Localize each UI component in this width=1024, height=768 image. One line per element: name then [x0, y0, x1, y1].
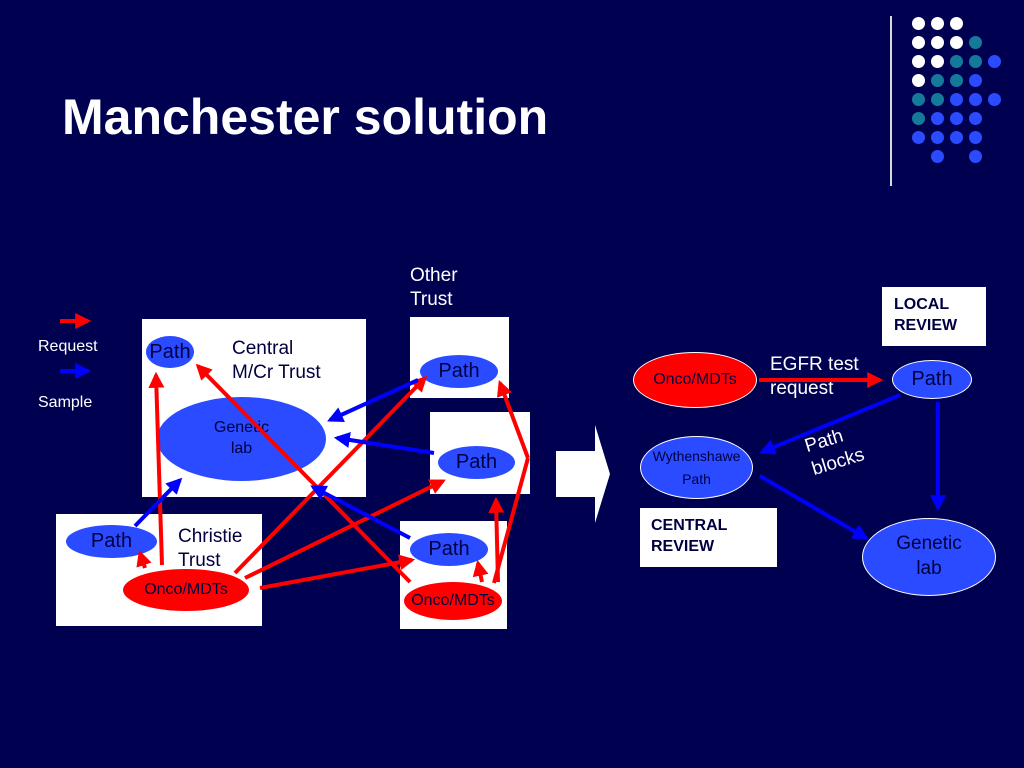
sample-arrow [310, 485, 411, 540]
slide-title: Manchester solution [62, 89, 549, 145]
other-trust-label: Other Trust [410, 265, 458, 310]
right-genetic-lab-node: Genetic lab [862, 518, 996, 596]
request-arrow [148, 371, 165, 566]
other-path-2-label: Path [455, 451, 498, 473]
legend-request-label: Request [38, 338, 98, 355]
wythenshawe-path-node: Wythenshawe Path [640, 436, 753, 499]
path-blocks-arrow [759, 393, 901, 455]
request-arrow [492, 457, 530, 584]
right-onco-node: Onco/MDTs [633, 352, 757, 408]
right-onco-label: Onco/MDTs [653, 371, 737, 388]
sample-arrow [133, 477, 183, 528]
other-path-2-node: Path [438, 446, 515, 479]
other-onco-label: Onco/MDTs [411, 592, 495, 609]
christie-trust-label: Christie Trust [178, 526, 243, 571]
other-path-1-node: Path [420, 355, 498, 388]
central-review-box [640, 508, 777, 567]
central-trust-label: Central M/Cr Trust [232, 338, 321, 383]
request-arrow [496, 380, 530, 459]
local-review-label: LOCAL REVIEW [894, 296, 958, 334]
christie-onco-label: Onco/MDTs [144, 581, 228, 598]
right-path-label: Path [911, 368, 953, 390]
divider-line [890, 16, 892, 186]
egfr-request-label: EGFR test request [770, 354, 859, 399]
central-path-label: Path [149, 340, 191, 363]
local-review-box [882, 287, 986, 346]
right-path-node: Path [892, 360, 972, 399]
central-review-label: CENTRAL REVIEW [651, 517, 728, 555]
wythenshawe-label: Wythenshawe [652, 448, 741, 465]
request-arrow [259, 554, 416, 590]
request-arrow [488, 496, 505, 583]
sample-arrow [758, 474, 869, 540]
legend-sample-label: Sample [38, 394, 93, 411]
other-path-1-label: Path [438, 360, 480, 382]
central-path-node: Path [146, 336, 194, 368]
request-arrow [472, 559, 489, 583]
request-arrow [136, 549, 152, 569]
sample-arrow [333, 432, 435, 455]
christie-path-label: Path [90, 530, 133, 552]
other-path-3-label: Path [428, 538, 470, 560]
other-onco-node: Onco/MDTs [404, 582, 502, 620]
request-arrow [244, 479, 446, 580]
right-genetic-lab-label: Genetic lab [896, 533, 962, 579]
christie-onco-node: Onco/MDTs [123, 569, 249, 611]
request-arrow [195, 363, 412, 584]
wythenshawe-path-label: Path [682, 470, 711, 487]
request-arrow [233, 375, 428, 575]
sample-arrow [327, 378, 419, 422]
other-path-3-node: Path [410, 533, 488, 566]
